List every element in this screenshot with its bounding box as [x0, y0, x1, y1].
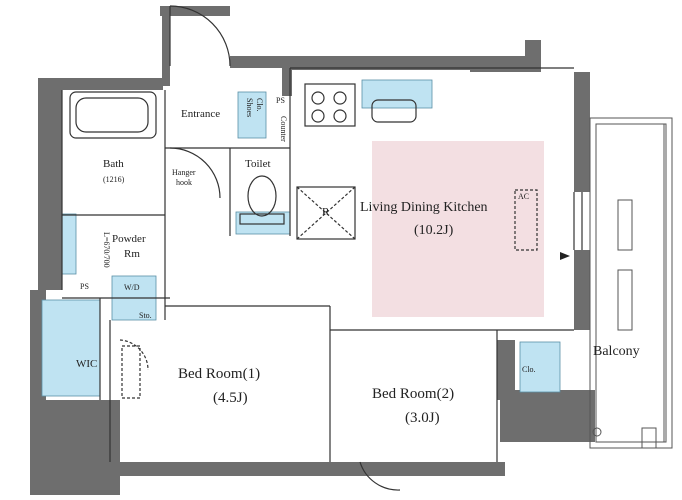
balcony-label: Balcony — [593, 344, 640, 359]
powder-room-label-2: Rm — [124, 248, 140, 260]
l-dimension-label: L=670/700 — [102, 232, 111, 268]
counter-label: Counter — [279, 116, 288, 142]
ps-left-label: PS — [80, 282, 89, 291]
interior-lines — [61, 5, 583, 491]
exterior-walls — [30, 6, 595, 495]
shoes-closet-label-1: Shoes — [245, 98, 254, 118]
sto-label: Sto. — [139, 311, 152, 320]
ps-top-label: PS — [276, 96, 285, 105]
balcony — [589, 117, 673, 449]
ldk-label: Living Dining Kitchen — [360, 200, 488, 215]
entry-arrow-icon — [560, 252, 570, 260]
entrance-label: Entrance — [181, 108, 221, 120]
bedroom2-label: Bed Room(2) — [372, 386, 455, 402]
wd-label: W/D — [124, 283, 140, 292]
ldk-size-label: (10.2J) — [414, 223, 454, 238]
closet-label: Clo. — [522, 365, 536, 374]
powder-room-label-1: Powder — [112, 233, 146, 245]
ldk-area — [372, 141, 544, 317]
bedroom1-label: Bed Room(1) — [178, 366, 261, 382]
toilet-label: Toilet — [245, 158, 271, 170]
bath-size-label: (1216) — [103, 175, 125, 184]
hanger-label-1: Hanger — [172, 168, 196, 177]
bedroom2-size-label: (3.0J) — [405, 410, 440, 426]
fridge-label: R — [322, 206, 330, 218]
ac-label: AC — [518, 192, 530, 201]
bath-label: Bath — [103, 158, 124, 170]
wic-label: WIC — [76, 358, 98, 370]
hanger-label-2: hook — [176, 178, 192, 187]
bedroom1-size-label: (4.5J) — [213, 390, 248, 406]
shoes-closet-label-2: Clo. — [255, 98, 264, 112]
